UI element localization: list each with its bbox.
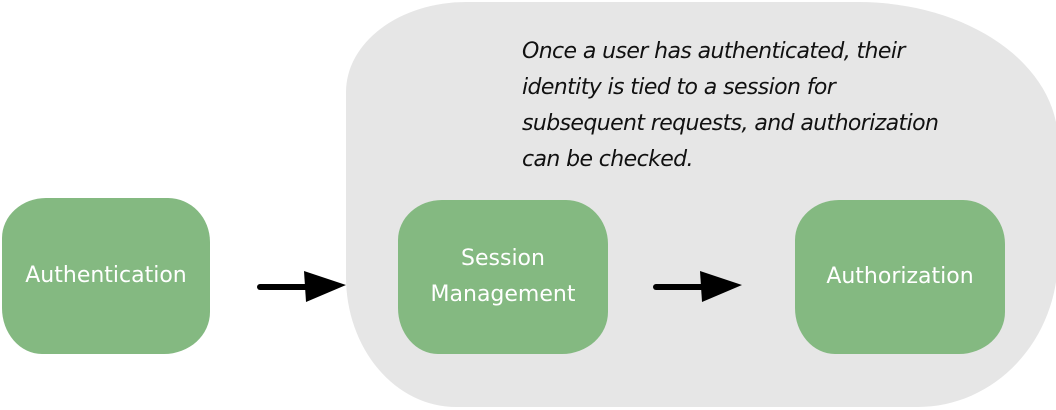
node-authorization: Authorization — [795, 200, 1005, 354]
arrow-right-icon — [653, 271, 742, 302]
node-authentication: Authentication — [2, 198, 210, 354]
node-label-line2: Management — [430, 282, 576, 307]
node-session-management: Session Management — [398, 200, 608, 354]
node-label: Authorization — [826, 264, 974, 289]
arrow-right-icon — [257, 271, 346, 302]
node-label: Authentication — [25, 263, 187, 288]
node-label-line1: Session — [461, 246, 545, 271]
group-description: Once a user has authenticated, their ide… — [522, 39, 939, 172]
